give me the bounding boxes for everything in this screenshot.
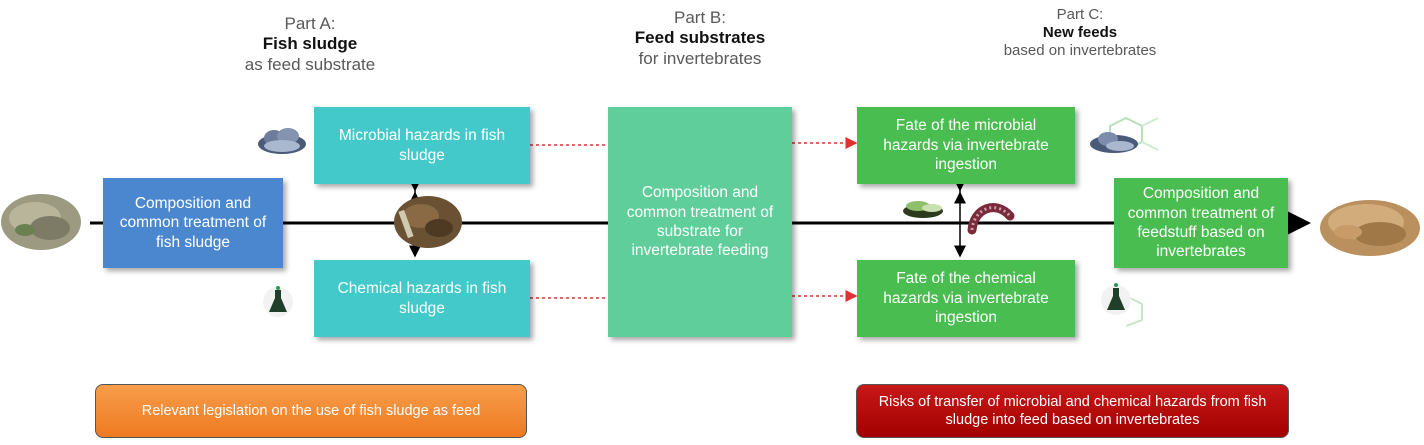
risks-label: Risks of transfer of microbial and chemi… <box>878 393 1267 428</box>
fate-microbial-label: Fate of the microbial hazards via invert… <box>883 117 1049 174</box>
risks-banner: Risks of transfer of microbial and chemi… <box>856 384 1289 438</box>
feed-pellets-image <box>1320 200 1420 256</box>
header-b-part: Part B: <box>674 8 726 27</box>
microbial-sludge-label: Microbial hazards in fish sludge <box>338 127 506 164</box>
composition-sludge-box: Composition and common treatment of fish… <box>103 178 283 268</box>
microbe-structure-icon <box>1090 116 1159 153</box>
insect-image <box>903 201 943 218</box>
header-c-bold: New feeds <box>1042 24 1118 41</box>
legislation-banner: Relevant legislation on the use of fish … <box>95 384 527 438</box>
header-part-c: Part C: New feeds based on invertebrates <box>970 6 1190 60</box>
microbial-sludge-box: Microbial hazards in fish sludge <box>314 107 530 184</box>
chemical-sludge-box: Chemical hazards in fish sludge <box>314 260 530 337</box>
header-c-sub: based on invertebrates <box>1003 42 1157 59</box>
fish-sludge-image <box>1 194 81 250</box>
composition-feedstuff-box: Composition and common treatment of feed… <box>1114 178 1288 268</box>
fate-microbial-box: Fate of the microbial hazards via invert… <box>857 107 1075 184</box>
composition-substrate-label: Composition and common treatment of subs… <box>626 184 774 260</box>
header-a-sub: as feed substrate <box>244 54 376 74</box>
header-a-bold: Fish sludge <box>262 34 358 54</box>
composition-substrate-box: Composition and common treatment of subs… <box>608 107 792 337</box>
header-part-a: Part A: Fish sludge as feed substrate <box>200 14 420 75</box>
chemical-flask-icon <box>263 286 293 317</box>
composition-feedstuff-label: Composition and common treatment of feed… <box>1127 185 1275 261</box>
header-c-part: Part C: <box>1056 6 1104 23</box>
sludge-sample-image <box>394 196 462 248</box>
microbe-cloud-icon <box>258 128 306 154</box>
fate-chemical-box: Fate of the chemical hazards via inverte… <box>857 260 1075 337</box>
chemical-structure-icon <box>1101 283 1143 327</box>
composition-sludge-label: Composition and common treatment of fish… <box>119 194 267 251</box>
chemical-sludge-label: Chemical hazards in fish sludge <box>337 280 507 317</box>
header-b-sub: for invertebrates <box>638 48 762 68</box>
legislation-label: Relevant legislation on the use of fish … <box>141 402 481 419</box>
header-part-b: Part B: Feed substrates for invertebrate… <box>590 8 810 69</box>
worm-image <box>967 203 1015 235</box>
header-b-bold: Feed substrates <box>634 28 766 48</box>
fate-chemical-label: Fate of the chemical hazards via inverte… <box>883 270 1049 327</box>
header-a-part: Part A: <box>284 14 336 33</box>
